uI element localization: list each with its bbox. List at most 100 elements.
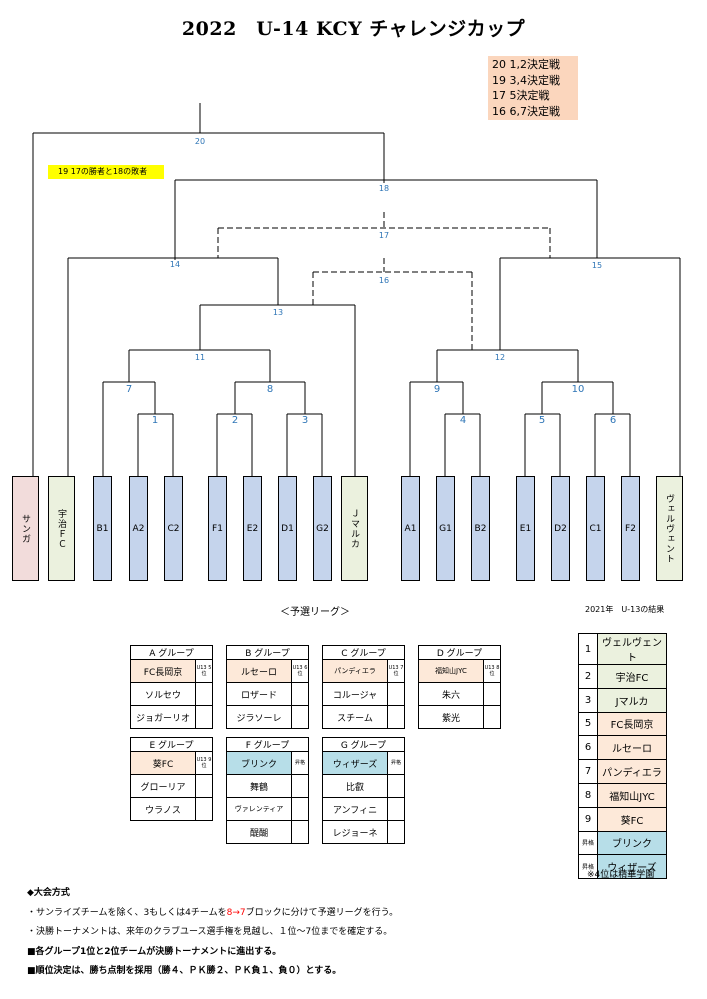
results-label: 2021年 U-13の結果 bbox=[585, 605, 665, 614]
group-title: F グループ bbox=[226, 737, 309, 752]
result-team: 福知山JYC bbox=[597, 782, 667, 808]
team-box-d1: D1 bbox=[278, 476, 297, 581]
team-name: ヴェルヴェント bbox=[664, 493, 674, 564]
group-team: ジョガーリオ bbox=[130, 705, 196, 729]
match-19-note: 19 17の勝者と18の敗者 bbox=[48, 165, 164, 179]
result-team: Jマルカ bbox=[597, 687, 667, 713]
group-team: 紫光 bbox=[418, 705, 484, 729]
team-box-verdy: ヴェルヴェント bbox=[656, 476, 683, 581]
group-title: C グループ bbox=[322, 645, 405, 660]
group-team: ロザード bbox=[226, 682, 292, 706]
match-label-7: 7 bbox=[125, 384, 133, 395]
result-rank: 7 bbox=[578, 759, 598, 784]
result-rank: 5 bbox=[578, 711, 598, 737]
tournament-bracket bbox=[32, 103, 681, 476]
result-rank: 3 bbox=[578, 687, 598, 713]
rules-text: ブロックに分けて予選リーグを行う。 bbox=[245, 907, 399, 918]
results-note: ※4位は精華学園 bbox=[587, 870, 655, 880]
team-box-e1: E1 bbox=[516, 476, 535, 581]
team-name: 宇治ＦＣ bbox=[56, 508, 66, 549]
result-team: 宇治FC bbox=[597, 664, 667, 689]
team-name: F1 bbox=[212, 523, 223, 534]
group-title: A グループ bbox=[130, 645, 213, 660]
group-team: 朱六 bbox=[418, 682, 484, 706]
result-rank: 2 bbox=[578, 664, 598, 689]
result-rank: 8 bbox=[578, 782, 598, 808]
team-name: B2 bbox=[474, 523, 487, 534]
team-name: F2 bbox=[625, 523, 636, 534]
match-label-6: 6 bbox=[609, 415, 617, 426]
group-team: ルセーロ bbox=[226, 659, 292, 683]
team-box-a2: A2 bbox=[129, 476, 148, 581]
team-box-b1: B1 bbox=[93, 476, 112, 581]
rules-line-2: ・決勝トーナメントは、来年のクラブユース選手権を見越し、１位～7位までを確定する… bbox=[27, 927, 393, 937]
team-name: サンガ bbox=[20, 513, 30, 544]
team-name: G2 bbox=[316, 523, 329, 534]
group-title: B グループ bbox=[226, 645, 309, 660]
legend-line: 17 5決定戦 bbox=[492, 89, 550, 102]
match-label-14: 14 bbox=[169, 260, 181, 269]
team-box-e2: E2 bbox=[243, 476, 262, 581]
bracket-lines bbox=[32, 103, 681, 476]
group-team: 福知山JYC bbox=[418, 659, 484, 683]
match-label-20: 20 bbox=[194, 137, 206, 146]
group-tag: U13 9位 bbox=[195, 751, 213, 775]
team-box-sanga: サンガ bbox=[12, 476, 39, 581]
group-team: レジョーネ bbox=[322, 820, 388, 844]
group-team: 醍醐 bbox=[226, 820, 292, 844]
team-box-d2: D2 bbox=[551, 476, 570, 581]
match-label-13: 13 bbox=[272, 308, 284, 317]
group-team: ウラノス bbox=[130, 797, 196, 821]
result-team: パンディエラ bbox=[597, 759, 667, 784]
group-title: G グループ bbox=[322, 737, 405, 752]
team-box-b2: B2 bbox=[471, 476, 490, 581]
result-team: ヴェルヴェント bbox=[597, 633, 667, 665]
rules-text: ・サンライズチームを除く、3もしくは4チームを bbox=[27, 907, 227, 918]
match-label-1: 1 bbox=[151, 415, 159, 426]
group-f-table: F グループ ブリンク昇格 舞鶴 ヴァレンティア 醍醐 bbox=[226, 737, 309, 844]
group-tag: U13 8位 bbox=[483, 659, 501, 683]
rules-line-1: ・サンライズチームを除く、3もしくは4チームを8→7ブロックに分けて予選リーグを… bbox=[27, 904, 697, 924]
result-rank: 1 bbox=[578, 633, 598, 665]
match-label-5: 5 bbox=[538, 415, 546, 426]
team-name: A1 bbox=[404, 523, 417, 534]
match-label-8: 8 bbox=[266, 384, 274, 395]
result-team: ルセーロ bbox=[597, 735, 667, 761]
legend-line: 19 3,4決定戦 bbox=[492, 73, 560, 87]
legend-line: 16 6,7決定戦 bbox=[492, 104, 560, 118]
rules-line-4: ■順位決定は、勝ち点制を採用（勝４、ＰＫ勝２、ＰＫ負１、負０）とする。 bbox=[27, 966, 342, 976]
group-tag: U13 6位 bbox=[291, 659, 309, 683]
match-label-15: 15 bbox=[591, 261, 603, 270]
page-title: 2022 U-14 KCY チャレンジカップ bbox=[181, 18, 526, 40]
rules-red-text: 8→7 bbox=[226, 907, 246, 918]
group-team: ジラソーレ bbox=[226, 705, 292, 729]
group-team: ウィザーズ bbox=[322, 751, 388, 775]
group-team: ヴァレンティア bbox=[226, 797, 292, 821]
team-name: G1 bbox=[439, 523, 452, 534]
group-tag: U13 7位 bbox=[387, 659, 405, 683]
group-team: グローリア bbox=[130, 774, 196, 798]
team-box-g1: G1 bbox=[436, 476, 455, 581]
match-label-17: 17 bbox=[378, 231, 390, 240]
group-title: E グループ bbox=[130, 737, 213, 752]
team-box-f1: F1 bbox=[208, 476, 227, 581]
group-g-table: G グループ ウィザーズ昇格 比叡 アンフィニ レジョーネ bbox=[322, 737, 405, 844]
match-label-2: 2 bbox=[231, 415, 239, 426]
legend-line: 20 1,2決定戦 bbox=[492, 58, 560, 71]
group-team: ブリンク bbox=[226, 751, 292, 775]
match-label-4: 4 bbox=[459, 415, 467, 426]
group-team: コルージャ bbox=[322, 682, 388, 706]
team-name: E2 bbox=[246, 523, 259, 534]
team-name: A2 bbox=[132, 523, 145, 534]
group-team: スチーム bbox=[322, 705, 388, 729]
rules-line-3: ■各グループ1位と2位チームが決勝トーナメントに進出する。 bbox=[27, 946, 282, 957]
match-legend: 20 1,2決定戦 19 3,4決定戦 17 5決定戦 16 6,7決定戦 bbox=[488, 56, 578, 120]
team-name: D1 bbox=[281, 523, 294, 534]
team-box-c1: C1 bbox=[586, 476, 605, 581]
team-name: E1 bbox=[519, 523, 532, 534]
team-name: Ｊマルカ bbox=[349, 508, 359, 549]
